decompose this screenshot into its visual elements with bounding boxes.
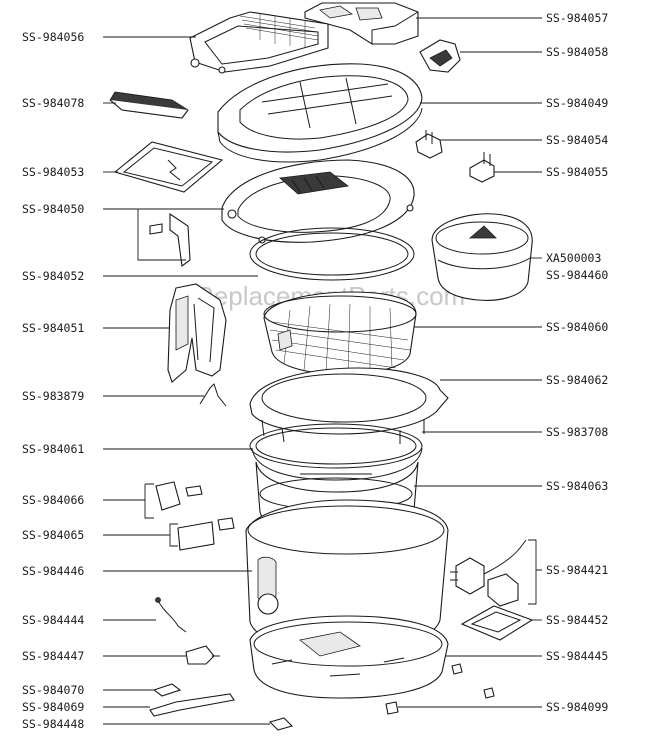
part-984421 xyxy=(450,539,527,607)
part-984444 xyxy=(155,597,187,633)
label-ss-984444: SS-984444 xyxy=(22,613,84,627)
part-984066 xyxy=(155,481,203,511)
label-ss-984078: SS-984078 xyxy=(22,96,84,110)
label-ss-983879: SS-983879 xyxy=(22,389,84,403)
label-ss-984099: SS-984099 xyxy=(546,700,608,714)
part-984057 xyxy=(304,2,419,45)
part-984452 xyxy=(460,605,534,641)
label-ss-984445: SS-984445 xyxy=(546,649,608,663)
part-984051 xyxy=(167,283,227,383)
label-ss-984065: SS-984065 xyxy=(22,528,84,542)
label-ss-984056: SS-984056 xyxy=(22,30,84,44)
part-984061 xyxy=(249,423,423,469)
left-labels: SS-984056 SS-984078 SS-984053 SS-984050 … xyxy=(22,30,84,731)
part-984099 xyxy=(385,663,495,715)
label-ss-983708: SS-983708 xyxy=(546,425,608,439)
label-ss-984052: SS-984052 xyxy=(22,269,84,283)
part-xa500003 xyxy=(431,213,533,301)
label-ss-984060: SS-984060 xyxy=(546,320,608,334)
part-984062 xyxy=(249,367,449,444)
part-984446 xyxy=(245,499,449,651)
label-ss-984054: SS-984054 xyxy=(546,133,608,147)
label-ss-984066: SS-984066 xyxy=(22,493,84,507)
part-984078 xyxy=(109,91,189,119)
label-ss-984057: SS-984057 xyxy=(546,11,608,25)
part-984055 xyxy=(469,152,495,183)
part-984054 xyxy=(415,130,443,159)
label-ss-984061: SS-984061 xyxy=(22,442,84,456)
part-984447 xyxy=(185,645,220,665)
label-ss-984452: SS-984452 xyxy=(546,613,608,627)
part-984060 xyxy=(263,291,417,375)
label-ss-984050: SS-984050 xyxy=(22,202,84,216)
part-984445 xyxy=(249,615,449,699)
part-984049 xyxy=(217,63,423,163)
label-ss-984447: SS-984447 xyxy=(22,649,84,663)
part-984448 xyxy=(268,717,294,731)
label-ss-984460: SS-984460 xyxy=(546,268,608,282)
label-ss-984446: SS-984446 xyxy=(22,564,84,578)
label-ss-984070: SS-984070 xyxy=(22,683,84,697)
part-984070 xyxy=(152,683,182,697)
part-983879 xyxy=(199,383,227,407)
label-ss-984062: SS-984062 xyxy=(546,373,608,387)
label-ss-984421: SS-984421 xyxy=(546,563,608,577)
part-984069 xyxy=(149,693,235,717)
leader-lines xyxy=(103,17,542,725)
label-ss-984055: SS-984055 xyxy=(546,165,608,179)
label-ss-984063: SS-984063 xyxy=(546,479,608,493)
label-ss-984448: SS-984448 xyxy=(22,717,84,731)
label-ss-984049: SS-984049 xyxy=(546,96,608,110)
label-ss-984053: SS-984053 xyxy=(22,165,84,179)
label-ss-984058: SS-984058 xyxy=(546,45,608,59)
part-984052 xyxy=(249,227,415,281)
part-984053 xyxy=(113,141,224,193)
part-984050 xyxy=(221,159,415,244)
right-labels: SS-984057 SS-984058 SS-984049 SS-984054 … xyxy=(546,11,608,714)
part-983708 xyxy=(251,447,423,481)
part-984056 xyxy=(189,11,329,74)
part-984058 xyxy=(419,39,461,73)
part-984050-clip xyxy=(149,212,191,268)
part-984065 xyxy=(177,517,235,551)
label-ss-984051: SS-984051 xyxy=(22,321,84,335)
label-xa500003: XA500003 xyxy=(546,251,601,265)
label-ss-984069: SS-984069 xyxy=(22,700,84,714)
